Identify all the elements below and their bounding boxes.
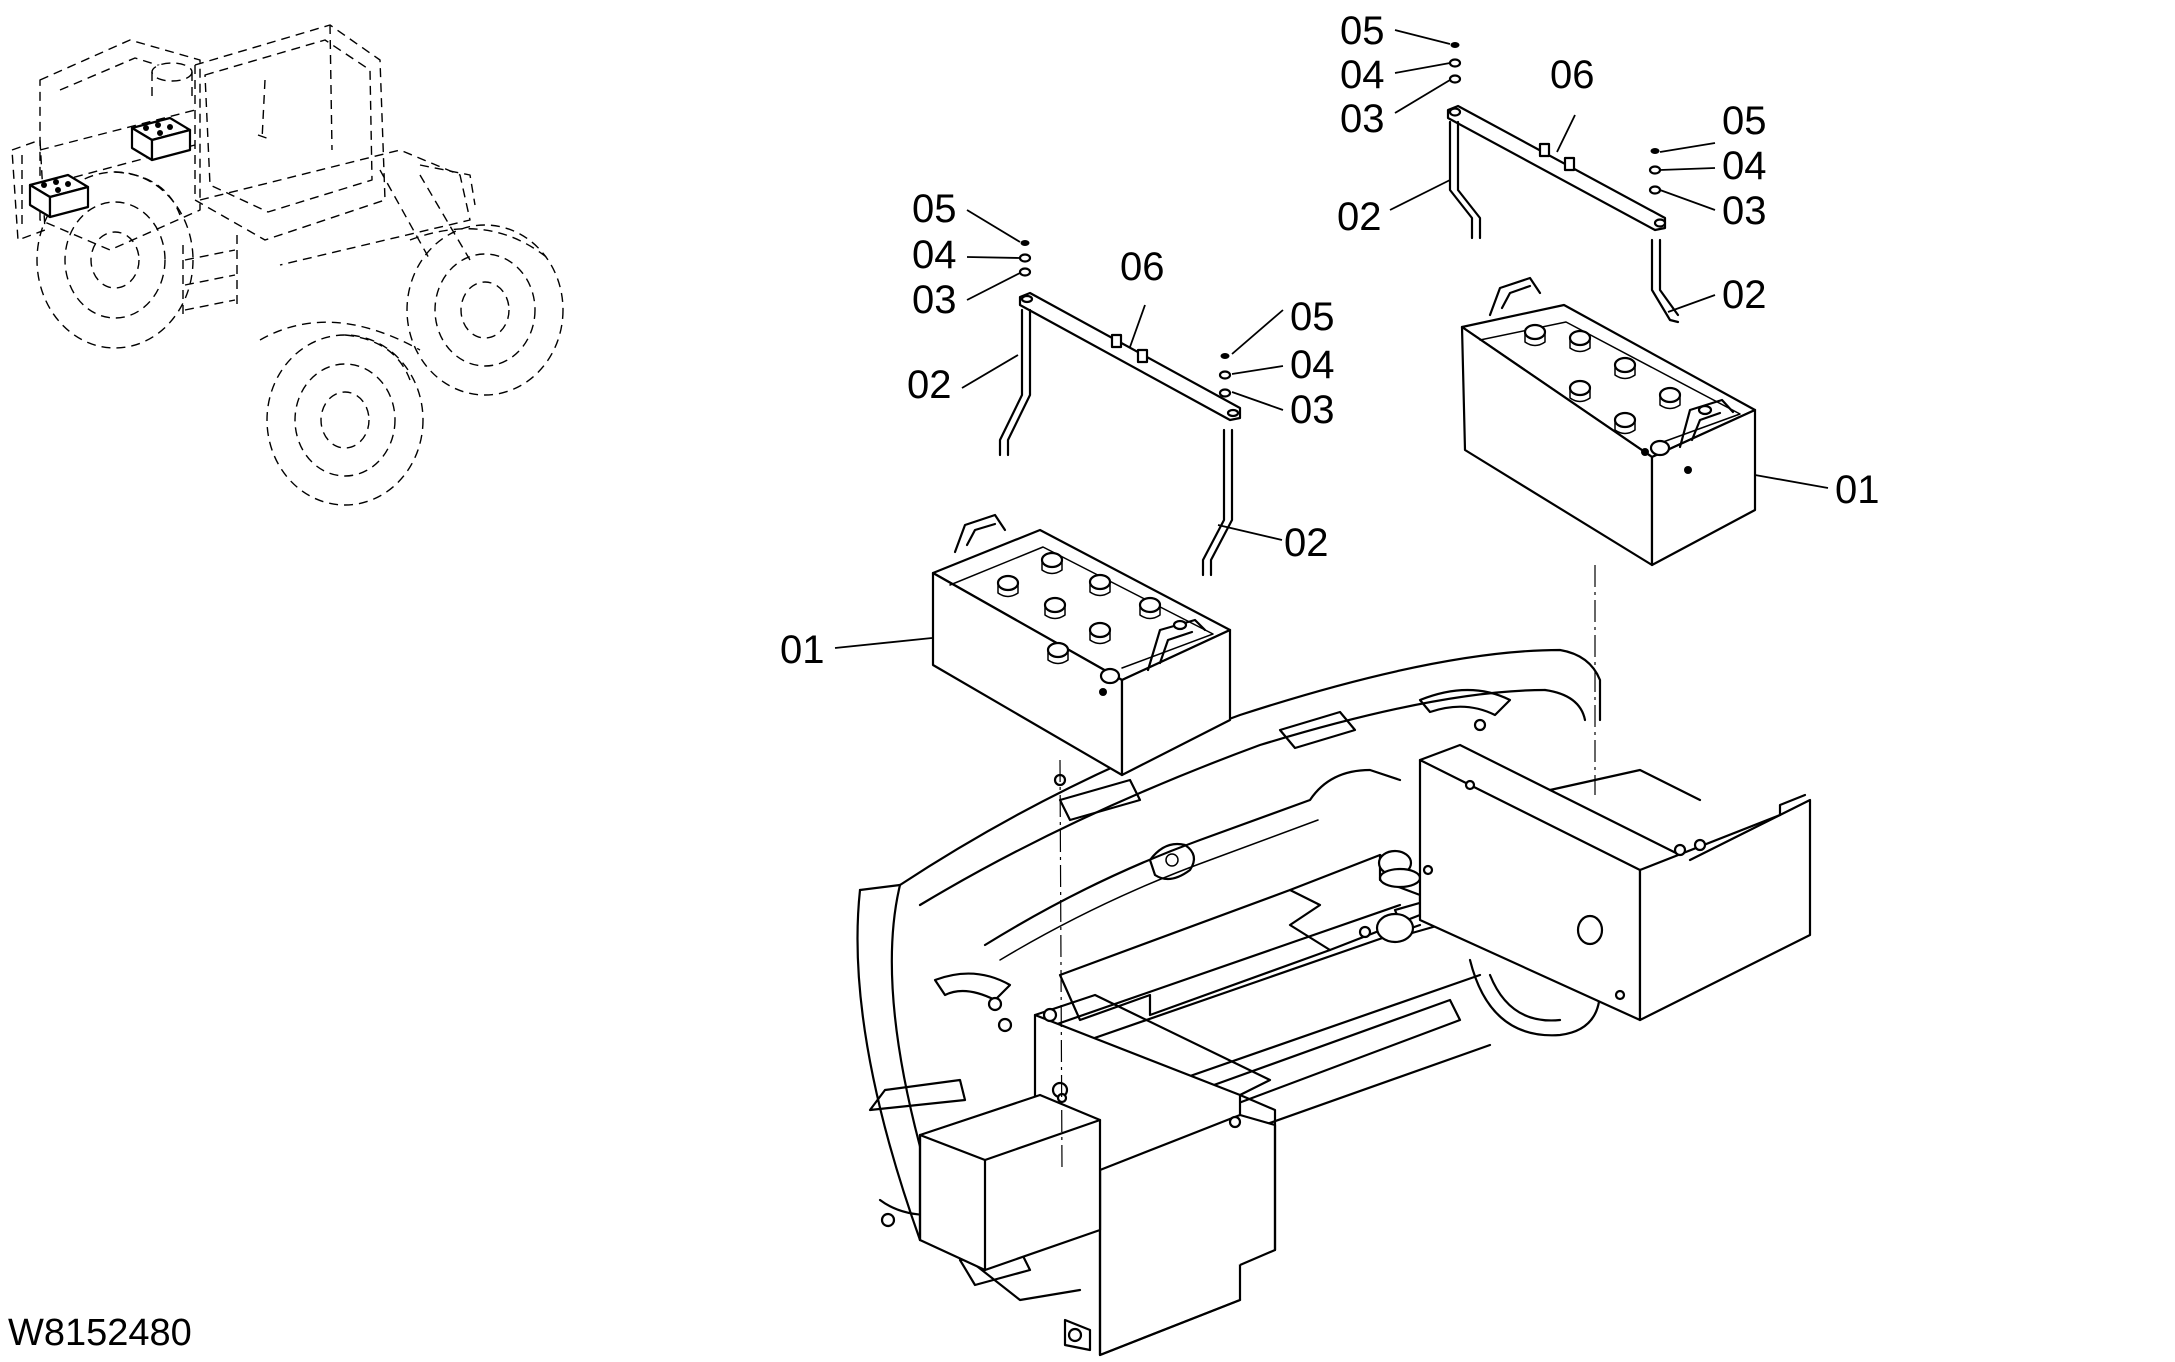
- j-bolt-right-b: [1650, 238, 1680, 324]
- callout-left-bar: 06: [1120, 245, 1165, 289]
- locator-battery-upper: [130, 116, 192, 162]
- callout-right-bar: 06: [1550, 53, 1595, 97]
- callout-left-lockwasher-left: 04: [912, 233, 957, 277]
- callout-right-bolt-left: 02: [1337, 195, 1382, 239]
- callout-right-bolt-right: 02: [1722, 273, 1767, 317]
- battery-right-terminals: [1523, 323, 1713, 474]
- callout-left-battery: 01: [780, 628, 825, 672]
- callout-right-nut-left: 05: [1340, 9, 1385, 53]
- callout-right-nut-right: 05: [1722, 99, 1767, 143]
- callout-left-lockwasher-right: 04: [1290, 343, 1335, 387]
- callout-left-bolt-right: 02: [1284, 521, 1329, 565]
- battery-left: [931, 513, 1232, 777]
- callout-left-washer-right: 03: [1290, 388, 1335, 432]
- callout-right-washer-right: 03: [1722, 189, 1767, 233]
- callout-left-washer-left: 03: [912, 278, 957, 322]
- j-bolt-right-a: [1448, 120, 1482, 240]
- machine-locator-view: [11, 24, 564, 506]
- j-bolt-left-a: [998, 308, 1032, 457]
- callout-right-battery: 01: [1835, 468, 1880, 512]
- battery-right: [1460, 276, 1757, 567]
- bar-right: [1446, 104, 1667, 232]
- callout-left-nut-right: 05: [1290, 295, 1335, 339]
- leader-lines: [834, 29, 1829, 649]
- callout-right-washer-left: 03: [1340, 97, 1385, 141]
- battery-tray-left: [918, 993, 1277, 1357]
- locator-battery-lower: [28, 173, 90, 219]
- j-bolt-left-b: [1201, 428, 1234, 577]
- callout-right-lockwasher-right: 04: [1722, 144, 1767, 188]
- hold-down-right: [1446, 42, 1680, 324]
- callout-left-bolt-left: 02: [907, 363, 952, 407]
- bar-left: [1018, 291, 1242, 422]
- hold-down-left: [998, 240, 1242, 577]
- drawing-number: W8152480: [8, 1312, 192, 1354]
- counterweight-frame: [856, 648, 1602, 1302]
- battery-tray-right: [1418, 743, 1812, 1022]
- callout-right-lockwasher-left: 04: [1340, 53, 1385, 97]
- battery-left-terminals: [996, 551, 1188, 696]
- callout-left-nut-left: 05: [912, 187, 957, 231]
- callout-labels: 01 05 04 03 02 06 05 04 03 02 05 04 03 0…: [780, 9, 1880, 672]
